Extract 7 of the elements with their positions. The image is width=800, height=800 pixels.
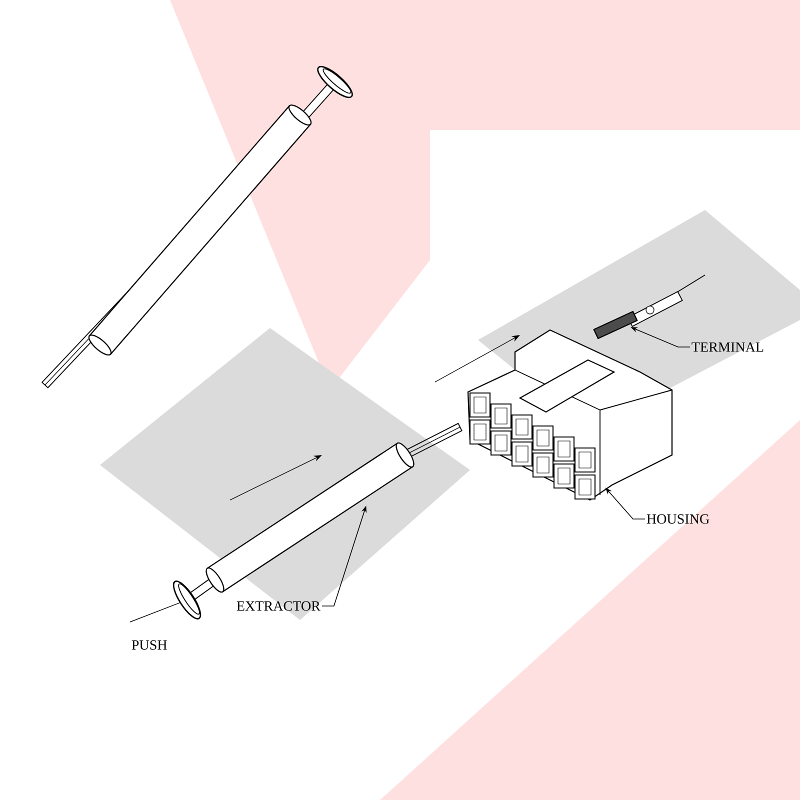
terminal-drawing — [593, 274, 706, 340]
part-label: HOUSING — [646, 514, 710, 524]
part-label: PUSH — [132, 640, 167, 650]
extractor-drawing — [172, 422, 462, 620]
part-label: TERMINAL — [692, 342, 764, 352]
housing-drawing — [467, 329, 673, 501]
part-label: EXTRACTOR — [236, 601, 320, 611]
